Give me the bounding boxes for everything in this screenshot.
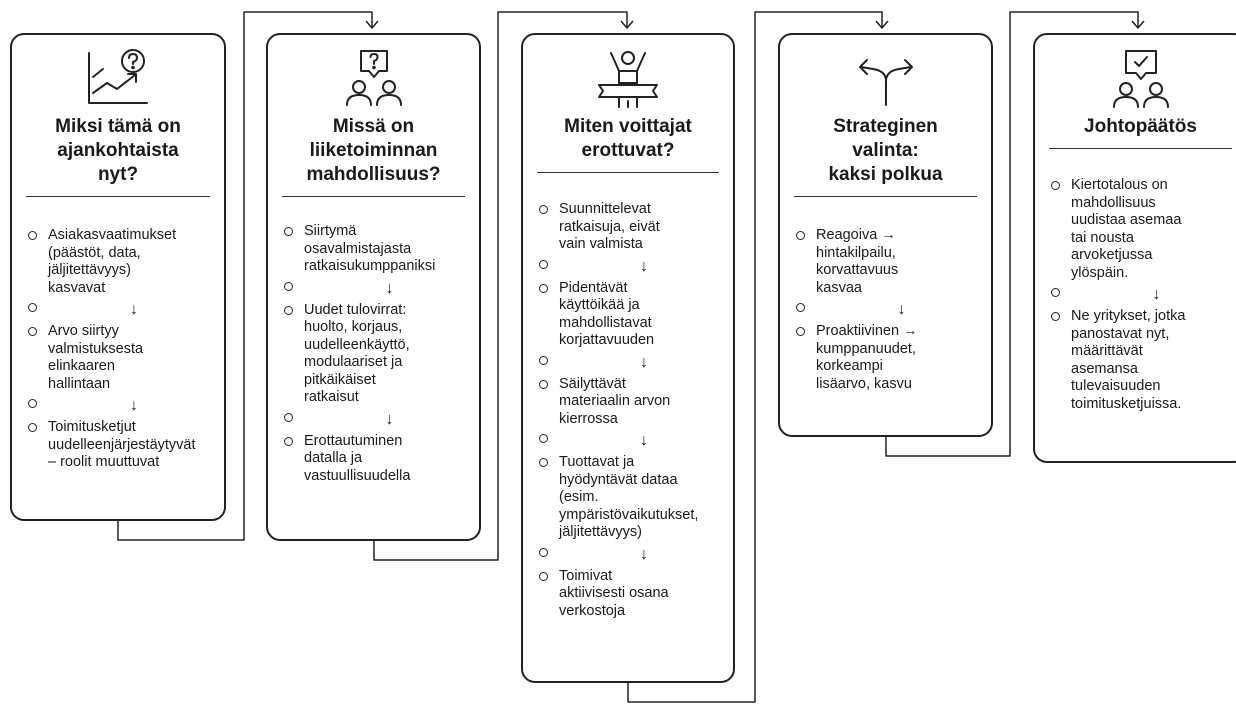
- list-item: Toimitusketjut uudelleenjärjestäytyvät –…: [28, 419, 220, 472]
- down-arrow: ↓: [796, 299, 987, 321]
- down-arrow: ↓: [28, 395, 220, 417]
- split-path-icon: [858, 59, 913, 106]
- list-item: Suunnittelevat ratkaisuja, eivät vain va…: [539, 201, 729, 254]
- card-title: Johtopäätös: [1084, 116, 1197, 137]
- card-list: Suunnittelevat ratkaisuja, eivät vain va…: [523, 201, 733, 620]
- card-opportunity: Missä on liiketoiminnan mahdollisuus? Si…: [266, 33, 481, 541]
- down-arrow: ↓: [284, 278, 475, 300]
- title-divider: [1049, 148, 1232, 149]
- down-arrow: ↓: [539, 352, 729, 374]
- card-title: Miksi tämä on ajankohtaista nyt?: [55, 116, 181, 185]
- list-item: Asiakasvaatimukset (päästöt, data, jälji…: [28, 227, 220, 297]
- down-arrow: ↓: [539, 544, 729, 566]
- winner-podium-icon: [598, 51, 658, 108]
- title-divider: [794, 196, 977, 197]
- list-item: Toimivat aktiivisesti osana verkostoja: [539, 568, 729, 621]
- connector-arrowhead-1: [365, 20, 379, 29]
- down-arrow: ↓: [539, 430, 729, 452]
- card-why-now: Miksi tämä on ajankohtaista nyt? Asiakas…: [10, 33, 226, 521]
- list-item: Ne yritykset, jotka panostavat nyt, määr…: [1051, 308, 1236, 413]
- connector-3-4: [627, 11, 883, 703]
- list-item: Reagoiva → hintakilpailu, korvattavuus k…: [796, 227, 987, 297]
- card-list: Kiertotalous on mahdollisuus uudistaa as…: [1035, 177, 1236, 413]
- list-item: Proaktiivinen → kumppanuudet, korkeampi …: [796, 323, 987, 393]
- list-item: Siirtymä osavalmistajasta ratkaisukumppa…: [284, 223, 475, 276]
- connector-1-2: [117, 11, 373, 541]
- card-winners: Miten voittajat erottuvat? Suunnitteleva…: [521, 33, 735, 683]
- connector-arrowhead-2: [620, 20, 634, 29]
- list-item: Uudet tulovirrat: huolto, korjaus, uudel…: [284, 302, 475, 407]
- card-list: Reagoiva → hintakilpailu, korvattavuus k…: [780, 227, 991, 393]
- people-check-icon: [1112, 50, 1169, 108]
- list-item: Pidentävät käyttöikää ja mahdollistavat …: [539, 280, 729, 350]
- down-arrow: ↓: [28, 299, 220, 321]
- down-arrow: ↓: [1051, 284, 1236, 306]
- card-list: Asiakasvaatimukset (päästöt, data, jälji…: [12, 227, 224, 472]
- card-conclusion: Johtopäätös Kiertotalous on mahdollisuus…: [1033, 33, 1236, 463]
- title-divider: [282, 196, 465, 197]
- title-divider: [26, 196, 210, 197]
- connector-arrowhead-4: [1131, 20, 1145, 29]
- list-item: Erottautuminen datalla ja vastuullisuude…: [284, 433, 475, 486]
- card-title: Missä on liiketoiminnan mahdollisuus?: [306, 116, 441, 185]
- down-arrow: ↓: [284, 409, 475, 431]
- down-arrow: ↓: [539, 256, 729, 278]
- list-item: Säilyttävät materiaalin arvon kierrossa: [539, 376, 729, 429]
- list-item: Arvo siirtyy valmistuksesta elinkaaren h…: [28, 323, 220, 393]
- card-strategic-choice: Strateginen valinta: kaksi polkua Reagoi…: [778, 33, 993, 437]
- connector-2-3: [373, 11, 628, 561]
- chart-question-icon: [88, 49, 148, 104]
- card-list: Siirtymä osavalmistajasta ratkaisukumppa…: [268, 223, 479, 485]
- list-item: Tuottavat ja hyödyntävät dataa (esim. ym…: [539, 454, 729, 542]
- list-item: Kiertotalous on mahdollisuus uudistaa as…: [1051, 177, 1236, 282]
- title-divider: [537, 172, 719, 173]
- card-title: Miten voittajat erottuvat?: [564, 116, 692, 161]
- connector-4-5: [885, 11, 1139, 457]
- connector-arrowhead-3: [875, 20, 889, 29]
- people-question-icon: [345, 50, 402, 106]
- card-title: Strateginen valinta: kaksi polkua: [828, 116, 943, 185]
